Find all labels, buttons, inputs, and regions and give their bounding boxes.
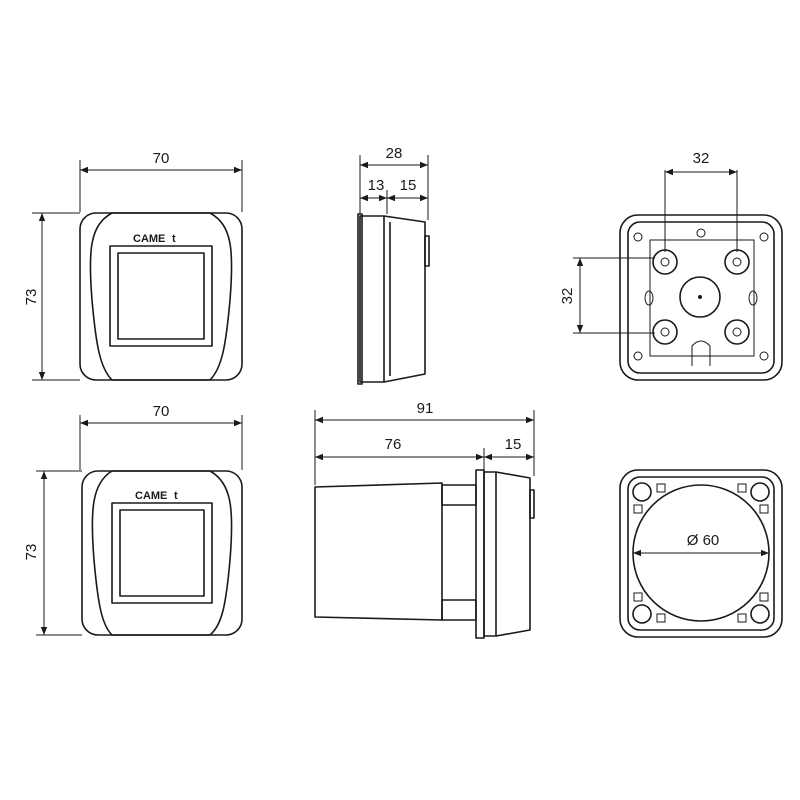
corner-notch-icon (759, 504, 769, 514)
side-top-front-face (357, 213, 363, 385)
back-top-outer (619, 214, 783, 381)
side-top-front-label: 13 (368, 177, 385, 194)
front-top-inner-band (112, 212, 210, 381)
back-top-center-dot (698, 295, 702, 299)
front-top-brand-logo: CAME (133, 233, 165, 245)
corner-notch-icon (656, 613, 666, 623)
cable-entry-icon (691, 340, 711, 366)
back-bottom-outer (619, 469, 783, 638)
side-bottom-upper-lug (441, 484, 477, 506)
side-top-rear-box (383, 215, 426, 383)
screw-hole-icon (652, 249, 678, 275)
screw-hole-icon (724, 319, 750, 345)
front-top-width-label: 70 (153, 150, 170, 167)
side-bottom-front-plate (475, 469, 485, 639)
back-bottom-diameter-label: Ø 60 (687, 532, 720, 549)
front-bottom-button (119, 509, 205, 597)
back-bottom-inner (627, 476, 775, 631)
side-view-bottom: 91 76 15 (314, 400, 535, 639)
back-top-center-hole (679, 276, 721, 318)
side-bottom-body (314, 482, 443, 621)
side-top-total-label: 28 (386, 145, 403, 162)
front-top-brand-mark: t (172, 233, 176, 245)
side-top-rear-label: 15 (400, 177, 417, 194)
front-bottom-button-frame (111, 502, 213, 604)
corner-notch-icon (759, 592, 769, 602)
front-top-button (117, 252, 205, 340)
front-bottom-brand-mark: t (174, 490, 178, 502)
corner-pin-icon (633, 351, 643, 361)
corner-hole-icon (632, 604, 652, 624)
back-top-center-frame (649, 239, 755, 357)
corner-hole-icon (632, 482, 652, 502)
back-top-slots (633, 228, 769, 366)
screw-hole-core-icon (732, 327, 742, 337)
front-view-bottom: CAME t 70 73 (23, 403, 243, 636)
front-bottom-brand-logo: CAME (135, 490, 167, 502)
screw-hole-core-icon (660, 327, 670, 337)
front-top-left-cap (89, 212, 113, 381)
corner-pin-icon (633, 232, 643, 242)
corner-pin-icon (759, 232, 769, 242)
side-top-front-plate (359, 215, 385, 383)
side-top-tab (424, 235, 430, 267)
corner-hole-icon (750, 604, 770, 624)
slot-icon (748, 290, 758, 306)
front-top-height-label: 73 (23, 289, 40, 306)
corner-notch-icon (656, 483, 666, 493)
side-bottom-front-frame (483, 471, 497, 637)
front-top-right-cap (209, 212, 233, 381)
side-bottom-head (495, 471, 531, 637)
screw-hole-icon (724, 249, 750, 275)
corner-notch-icon (737, 483, 747, 493)
corner-notch-icon (737, 613, 747, 623)
side-view-top: 28 13 15 (357, 145, 430, 385)
front-bottom-width-label: 70 (153, 403, 170, 420)
corner-notch-icon (633, 504, 643, 514)
side-bottom-tab (529, 489, 535, 519)
front-bottom-right-cap (209, 470, 233, 636)
front-view-top: CAME t 70 73 (23, 150, 243, 381)
front-top-button-frame (109, 245, 213, 347)
slot-icon (644, 290, 654, 306)
back-top-h-label: 32 (693, 150, 710, 167)
back-view-top: 32 32 (559, 150, 783, 381)
front-bottom-height-label: 73 (23, 544, 40, 561)
back-top-v-label: 32 (559, 288, 576, 305)
corner-notch-icon (633, 592, 643, 602)
screw-hole-icon (652, 319, 678, 345)
corner-hole-icon (750, 482, 770, 502)
back-top-inner (627, 221, 775, 374)
side-bottom-lower-lug (441, 599, 477, 621)
front-bottom-inner-band (112, 470, 210, 636)
back-view-bottom: Ø 60 (619, 469, 783, 638)
front-bottom-left-cap (91, 470, 113, 636)
side-bottom-total-label: 91 (417, 400, 434, 417)
top-pin-icon (696, 228, 706, 238)
screw-hole-core-icon (660, 257, 670, 267)
side-bottom-head-label: 15 (505, 436, 522, 453)
screw-hole-core-icon (732, 257, 742, 267)
corner-pin-icon (759, 351, 769, 361)
back-bottom-corner-features (632, 482, 770, 624)
side-bottom-body-label: 76 (385, 436, 402, 453)
